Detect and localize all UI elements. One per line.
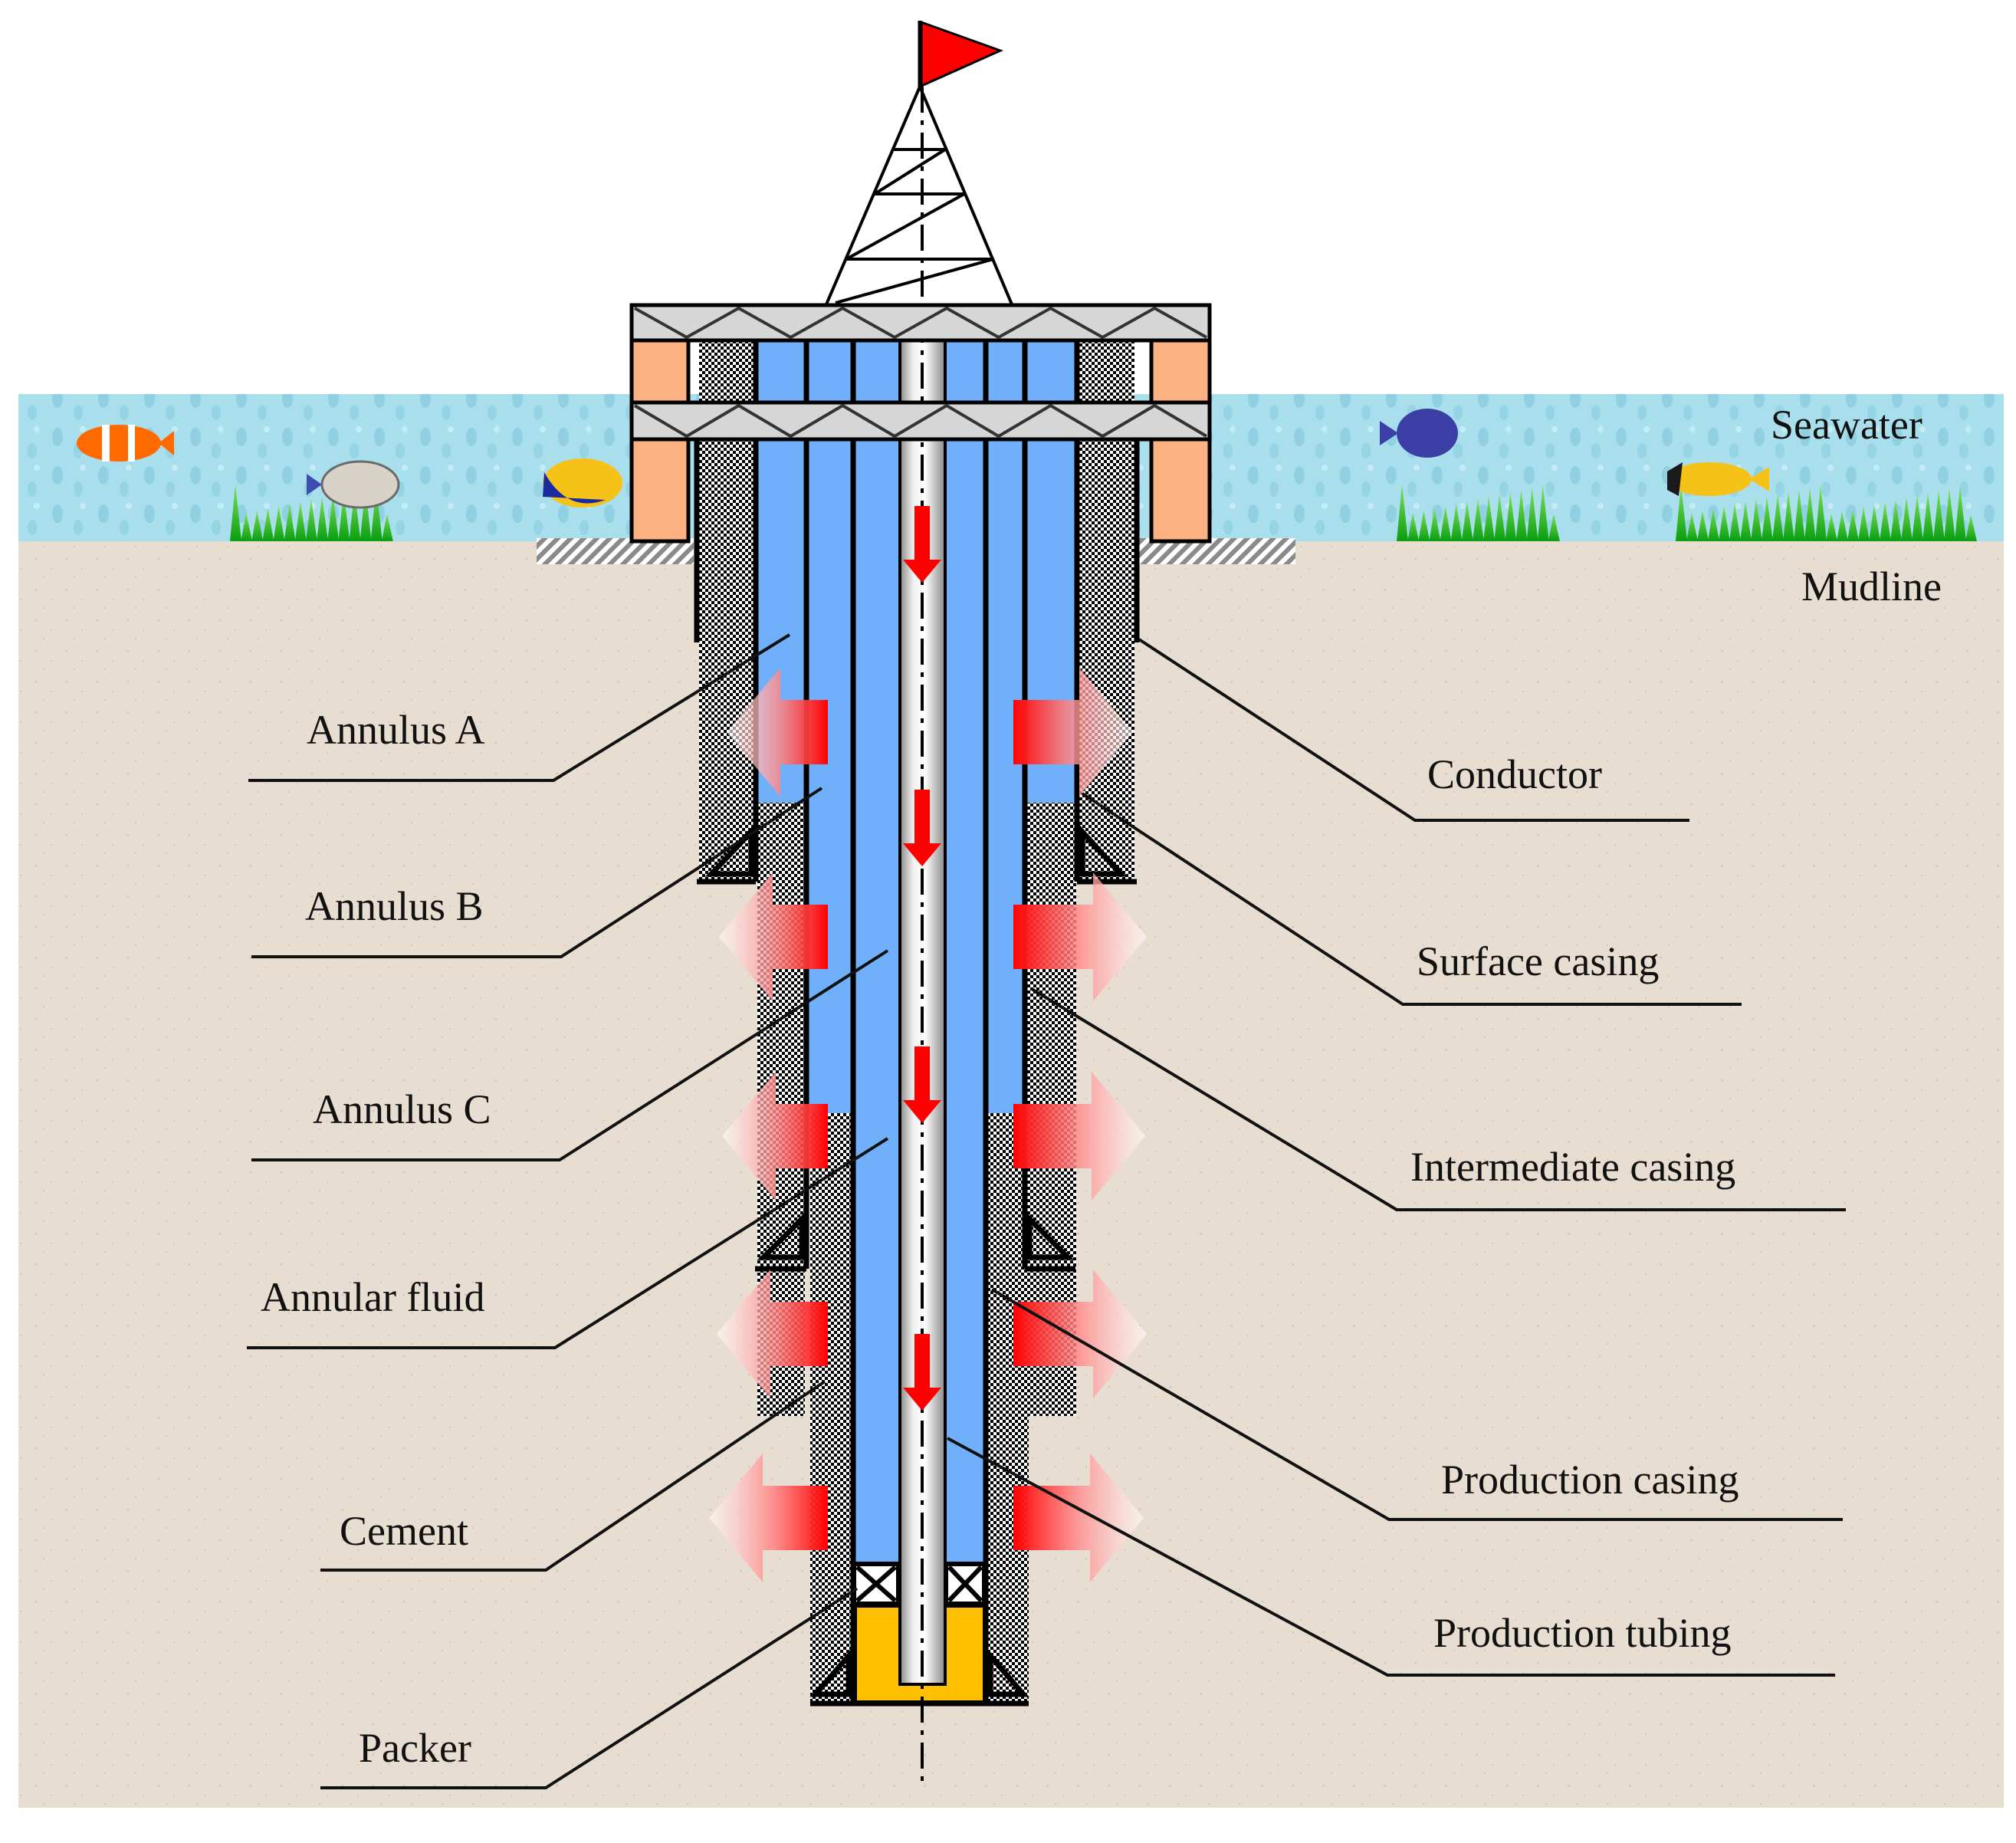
label-annulus-c: Annulus C [313, 1086, 491, 1132]
arrow-down-icon [903, 1046, 941, 1123]
callout-conductor: Conductor [1138, 638, 1689, 822]
arrow-down-icon [903, 506, 941, 583]
label-annulus-a: Annulus A [307, 707, 485, 753]
label-intermediate-casing: Intermediate casing [1410, 1144, 1735, 1190]
wellhead-block [629, 337, 691, 405]
callout-intermediate-casing: Intermediate casing [1030, 987, 1846, 1211]
callout-annulus-b: Annulus B [251, 787, 823, 958]
fish-icon [307, 460, 400, 509]
callout-surface-casing: Surface casing [1081, 792, 1742, 1006]
fish-icon [77, 425, 174, 462]
heat-transfer-arrow-icon [717, 1270, 828, 1398]
callout-annular-fluid: Annular fluid [247, 1137, 889, 1349]
callout-production-tubing: Production tubing [947, 1437, 1835, 1677]
wellhead-block [1149, 437, 1212, 544]
heat-transfer-arrow-icon [727, 668, 828, 797]
wellhead-block [629, 437, 691, 544]
heat-transfer-arrow-icon [1013, 668, 1133, 797]
fish-icon [543, 458, 622, 508]
heat-transfer-arrow-icon [709, 1454, 828, 1582]
flag-icon [918, 20, 1004, 88]
callout-annulus-a: Annulus A [248, 633, 791, 782]
arrow-down-icon [903, 790, 941, 866]
annulus-c-left [854, 339, 900, 1564]
label-annulus-b: Annulus B [305, 883, 484, 929]
wellhead-platform [629, 303, 1212, 544]
arrow-down-icon [903, 1334, 941, 1411]
label-packer: Packer [359, 1725, 471, 1771]
heat-transfer-arrow-icon [1013, 872, 1147, 1001]
heat-transfer-arrow-icon [1013, 1072, 1145, 1201]
label-surface-casing: Surface casing [1417, 938, 1659, 984]
wellhead-block [1149, 337, 1212, 405]
fish-icon [1380, 409, 1458, 458]
label-production-casing: Production casing [1441, 1457, 1739, 1503]
callout-production-casing: Production casing [990, 1288, 1843, 1521]
label-seawater: Seawater [1771, 402, 1922, 448]
heat-transfer-arrow-icon [1013, 1270, 1147, 1398]
label-production-tubing: Production tubing [1433, 1610, 1732, 1656]
casing-shoes [704, 824, 1127, 1697]
label-conductor: Conductor [1427, 751, 1602, 797]
label-cement: Cement [340, 1508, 468, 1554]
heat-transfer-arrow-icon [1013, 1454, 1144, 1582]
label-annular-fluid: Annular fluid [261, 1274, 484, 1320]
callout-annulus-c: Annulus C [251, 949, 889, 1161]
label-mudline: Mudline [1801, 563, 1942, 609]
annulus-c-right [945, 339, 985, 1564]
callout-cement: Cement [320, 1380, 826, 1572]
flow-arrows [903, 506, 941, 1411]
heat-transfer-arrow-icon [719, 872, 828, 1001]
seagrass-icon [1397, 485, 1560, 541]
annulus-b-cement-right [987, 1113, 1029, 1703]
heat-arrows [709, 668, 1147, 1582]
seagrass-icon [1676, 485, 1977, 541]
fish-icon [1667, 462, 1769, 496]
derrick-icon [825, 86, 1013, 305]
seagrass-icon [230, 485, 393, 541]
heat-transfer-arrow-icon [722, 1072, 828, 1201]
callout-packer: Packer [320, 1587, 859, 1789]
